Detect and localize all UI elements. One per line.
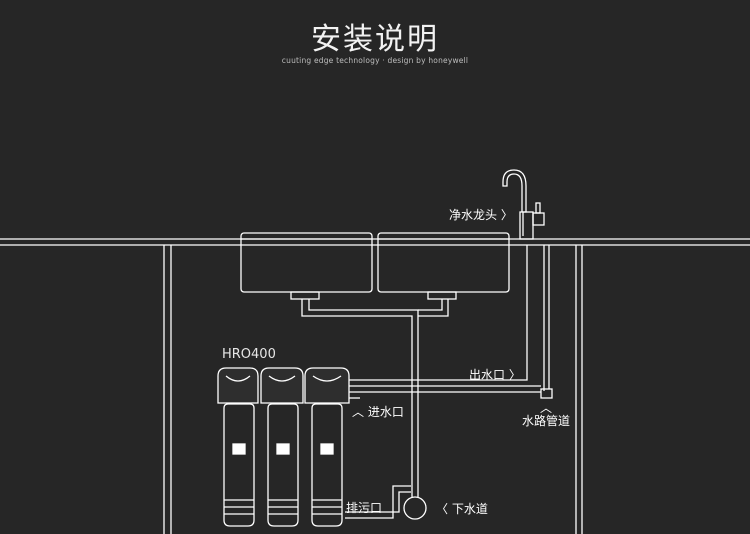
pipe-label: ︿ 水路管道 [519, 401, 573, 429]
sewer-label-text: 下水道 [451, 502, 488, 516]
chevron-left-icon: 〈 [436, 502, 449, 516]
filter-cartridge-2 [267, 403, 299, 527]
chevron-up-icon: ︿ [352, 405, 365, 419]
filter-cartridge-1 [223, 403, 255, 527]
chevron-right-icon: 〉 [500, 208, 513, 222]
inlet-label: ︿ 进水口 [352, 403, 404, 420]
model-label: HRO400 [222, 347, 276, 362]
outlet-label-text: 出水口 [469, 368, 506, 382]
drain-outlet-label: 排污口 [346, 501, 383, 515]
sewer-trap [403, 488, 427, 520]
pipe-label-text: 水路管道 [521, 414, 570, 428]
filter-head-1 [217, 367, 259, 404]
filter-cartridge-3 [311, 403, 343, 527]
sink-drain-pipes [301, 299, 449, 488]
page-title: 安装说明 [311, 22, 439, 57]
inlet-label-text: 进水口 [367, 405, 404, 419]
countertop [0, 238, 750, 246]
sink-right [377, 232, 510, 300]
faucet [502, 169, 545, 240]
outlet-label: 出水口 〉 [469, 366, 521, 383]
sewer-label: 〈 下水道 [436, 500, 488, 517]
sink-left [240, 232, 373, 300]
faucet-label-text: 净水龙头 [449, 208, 498, 222]
filter-drain-hose [345, 485, 411, 519]
page-subtitle: cuuting edge technology · design by hone… [281, 56, 469, 65]
faucet-label: 净水龙头 〉 [449, 206, 513, 223]
filter-head-3 [304, 367, 350, 404]
cabinet-right-wall [575, 245, 583, 534]
filter-unit [217, 367, 360, 527]
water-pipes [347, 245, 553, 399]
filter-head-2 [260, 367, 304, 404]
chevron-right-icon: 〉 [508, 368, 521, 382]
chevron-up-icon: ︿ [539, 401, 552, 415]
cabinet-left-wall [163, 245, 172, 534]
